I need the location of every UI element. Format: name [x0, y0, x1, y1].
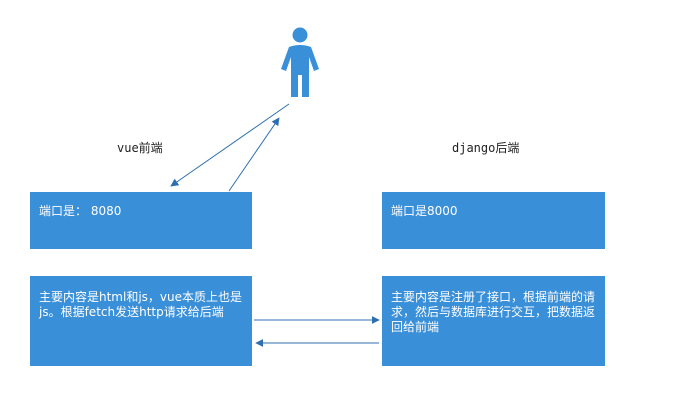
frontend-port-box: 端口是： 8080 [30, 192, 252, 249]
frontend-description-box: 主要内容是html和js，vue本质上也是js。根据fetch发送http请求给… [30, 276, 252, 366]
frontend-description-text: 主要内容是html和js，vue本质上也是js。根据fetch发送http请求给… [39, 290, 243, 319]
backend-port-text: 端口是8000 [391, 204, 458, 218]
backend-description-text: 主要内容是注册了接口，根据前端的请求，然后与数据库进行交互，把数据返回给前端 [391, 290, 596, 334]
backend-description-box: 主要内容是注册了接口，根据前端的请求，然后与数据库进行交互，把数据返回给前端 [382, 276, 605, 366]
person-icon [281, 27, 319, 97]
frontend-port-text: 端口是： 8080 [39, 204, 122, 218]
backend-title: django后端 [452, 141, 520, 155]
user-to-frontend-arrow [170, 103, 290, 187]
frontend-to-user-arrow [228, 117, 280, 192]
frontend-title: vue前端 [117, 141, 163, 155]
backend-port-box: 端口是8000 [382, 192, 605, 249]
